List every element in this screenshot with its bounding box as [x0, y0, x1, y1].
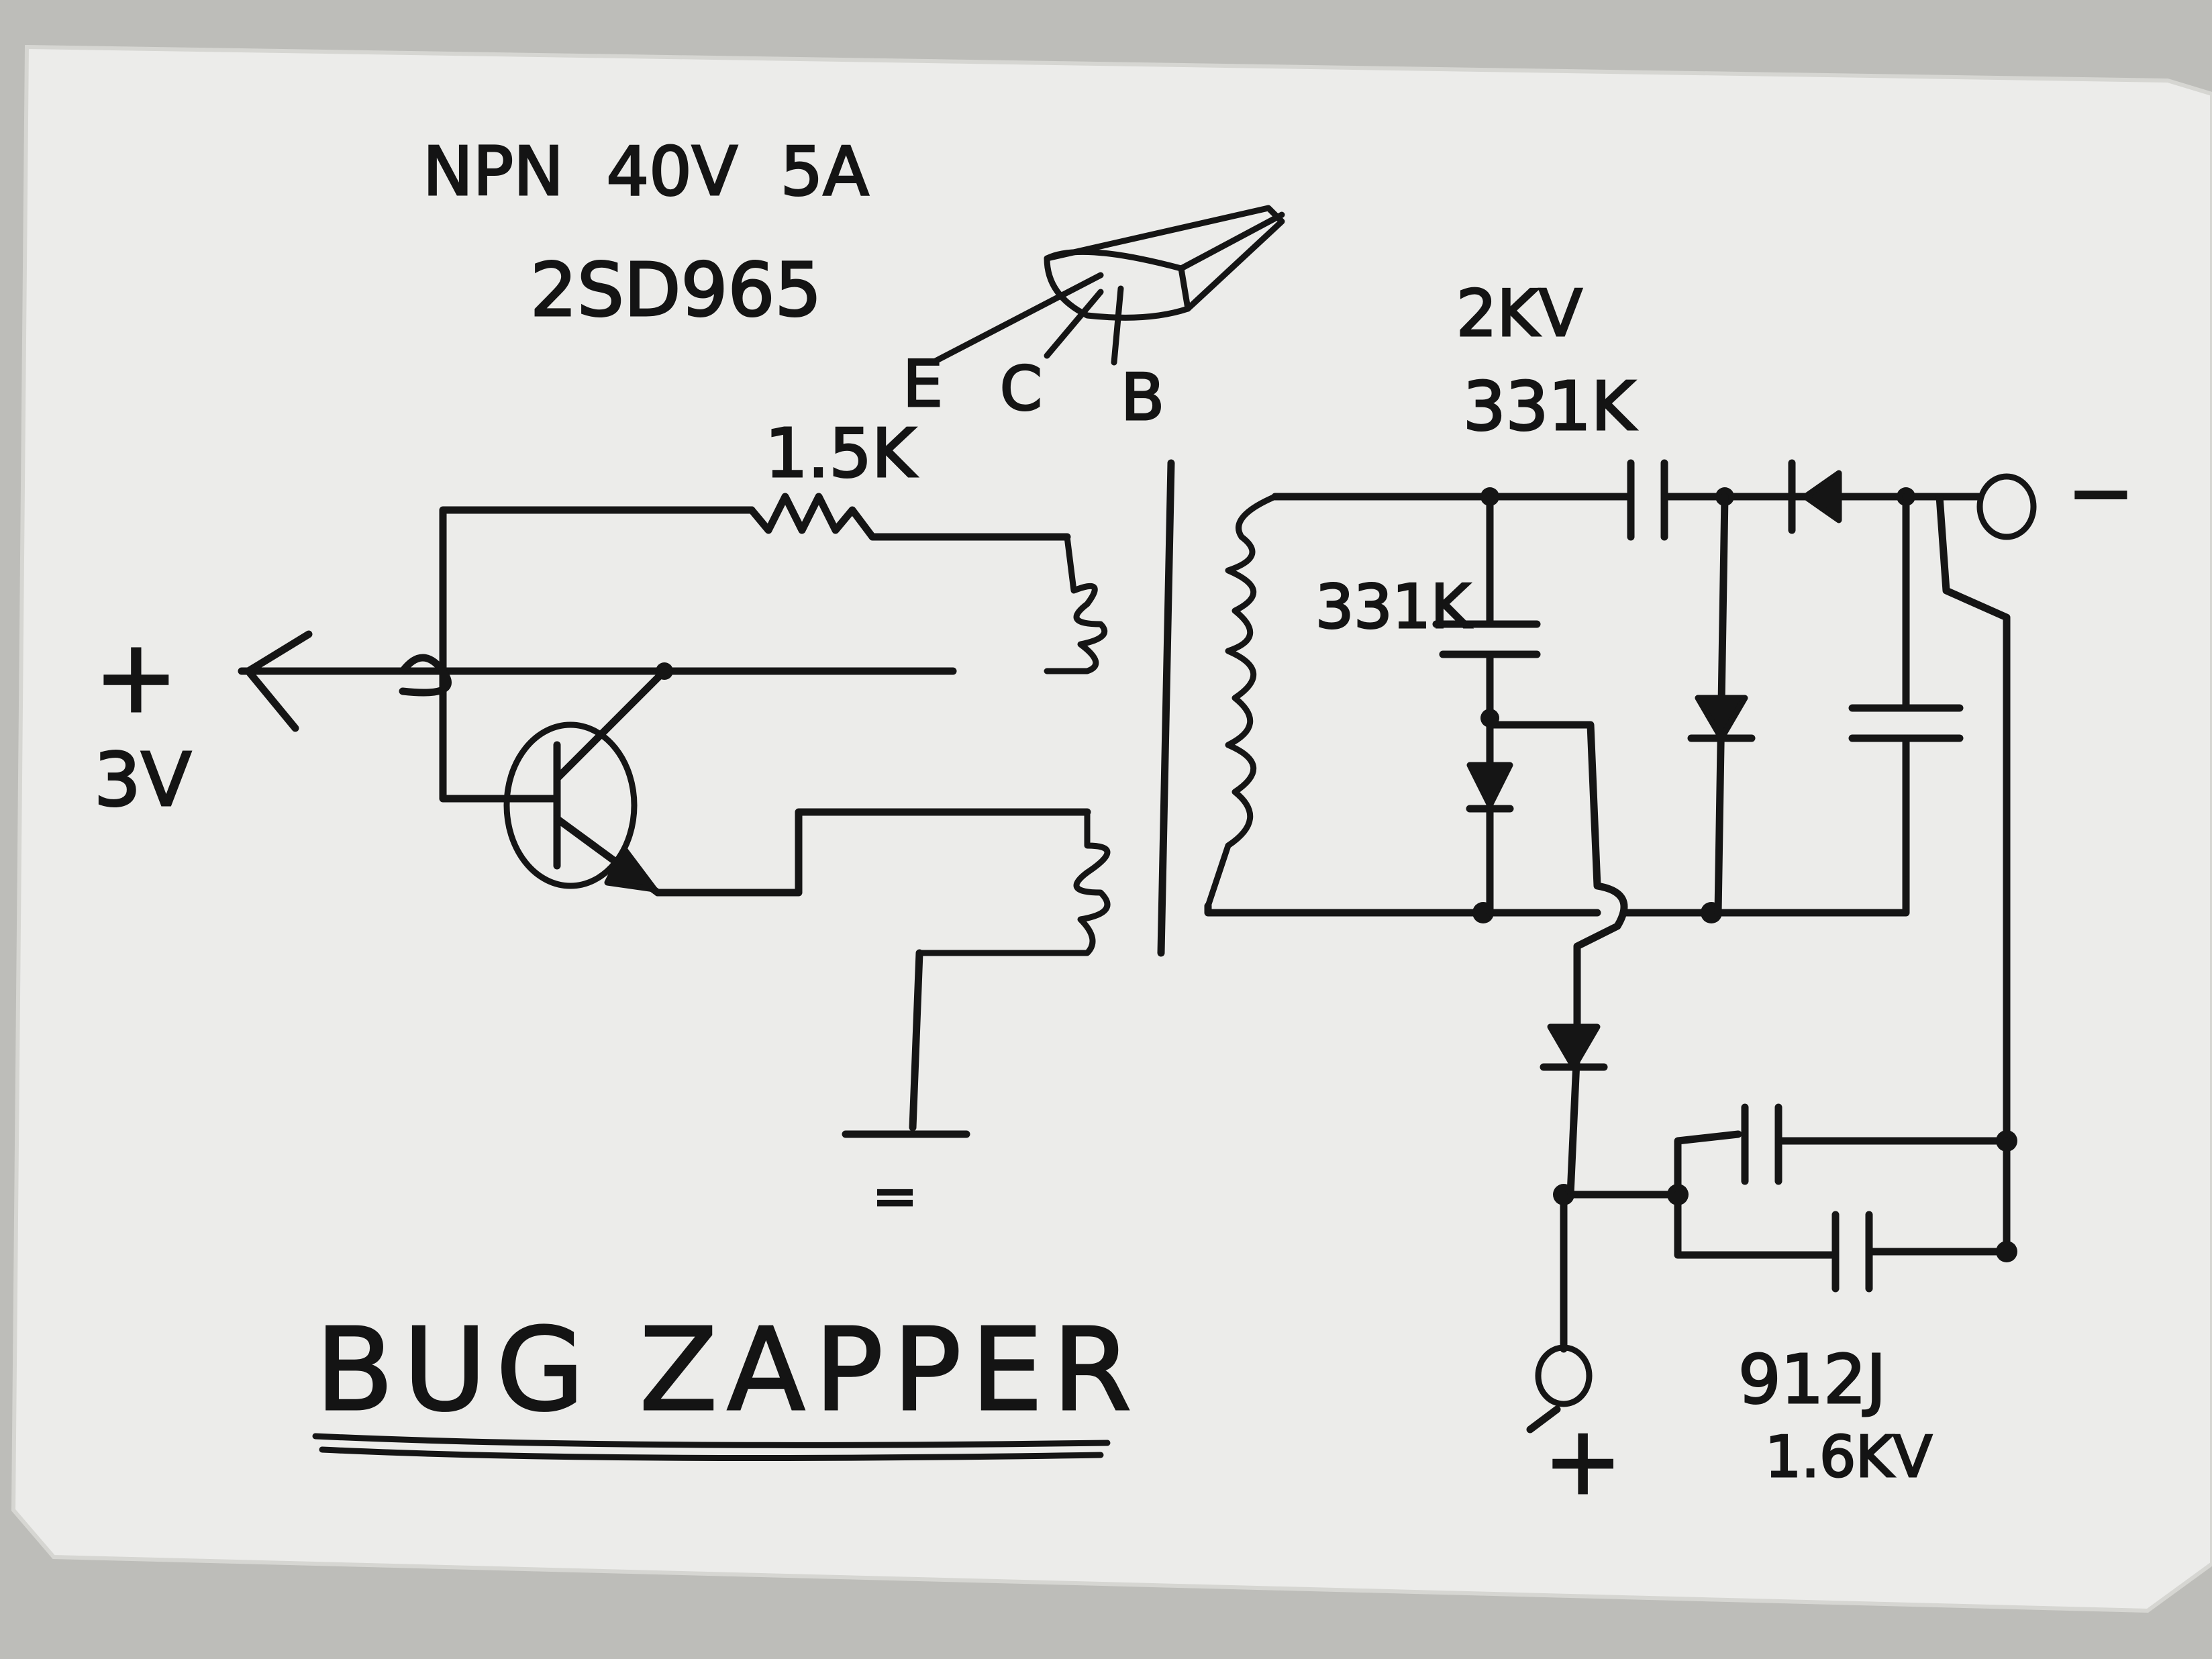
terminal-negative-label: − — [2067, 446, 2135, 540]
diode-middle — [1687, 493, 1756, 917]
cap-left-code: 331K — [1315, 572, 1472, 642]
paper-card — [11, 44, 2212, 1613]
cap-top-code: 331K — [1463, 367, 1637, 446]
diode-output — [1540, 1023, 1608, 1199]
primary-coil-bottom — [916, 809, 1111, 956]
secondary-coil — [1205, 493, 1278, 909]
terminal-negative — [1902, 473, 2037, 1145]
pin-label-c: C — [1000, 354, 1042, 424]
title-underline — [312, 1433, 1111, 1461]
diode-left — [1466, 709, 1628, 1051]
feedback-wire — [439, 506, 756, 675]
output-capacitor-bank — [1553, 1103, 2017, 1293]
title-text: BUG ZAPPER — [315, 1304, 1141, 1437]
diode-top — [1734, 459, 1910, 534]
transistor-part-number: 2SD965 — [530, 247, 821, 333]
transistor-package-sketch — [929, 205, 1285, 366]
ground-symbol-glyph: = — [872, 1165, 917, 1227]
emitter-wire — [654, 808, 1091, 897]
supply-voltage: 3V — [94, 737, 191, 823]
capacitor-right — [1848, 493, 1964, 876]
supply-polarity: + — [94, 619, 179, 736]
resistor-label: 1.5K — [765, 414, 917, 493]
pin-label-e: E — [903, 348, 943, 421]
ground-wire — [909, 949, 923, 1132]
supply-input-arrow — [238, 630, 957, 732]
transformer-core — [1157, 459, 1175, 957]
output-cap-code: 912J — [1738, 1340, 1886, 1419]
primary-coil-top — [1044, 534, 1108, 674]
terminal-positive — [1526, 1191, 1593, 1434]
base-resistor — [748, 493, 1071, 541]
cap-top-rating: 2KV — [1456, 277, 1582, 351]
pin-label-b: B — [1121, 361, 1164, 435]
transistor-type-text: NPN 40V 5A — [423, 132, 869, 211]
terminal-positive-label: + — [1544, 1407, 1622, 1516]
npn-transistor-symbol — [439, 662, 673, 897]
output-cap-rating: 1.6KV — [1765, 1424, 1932, 1491]
